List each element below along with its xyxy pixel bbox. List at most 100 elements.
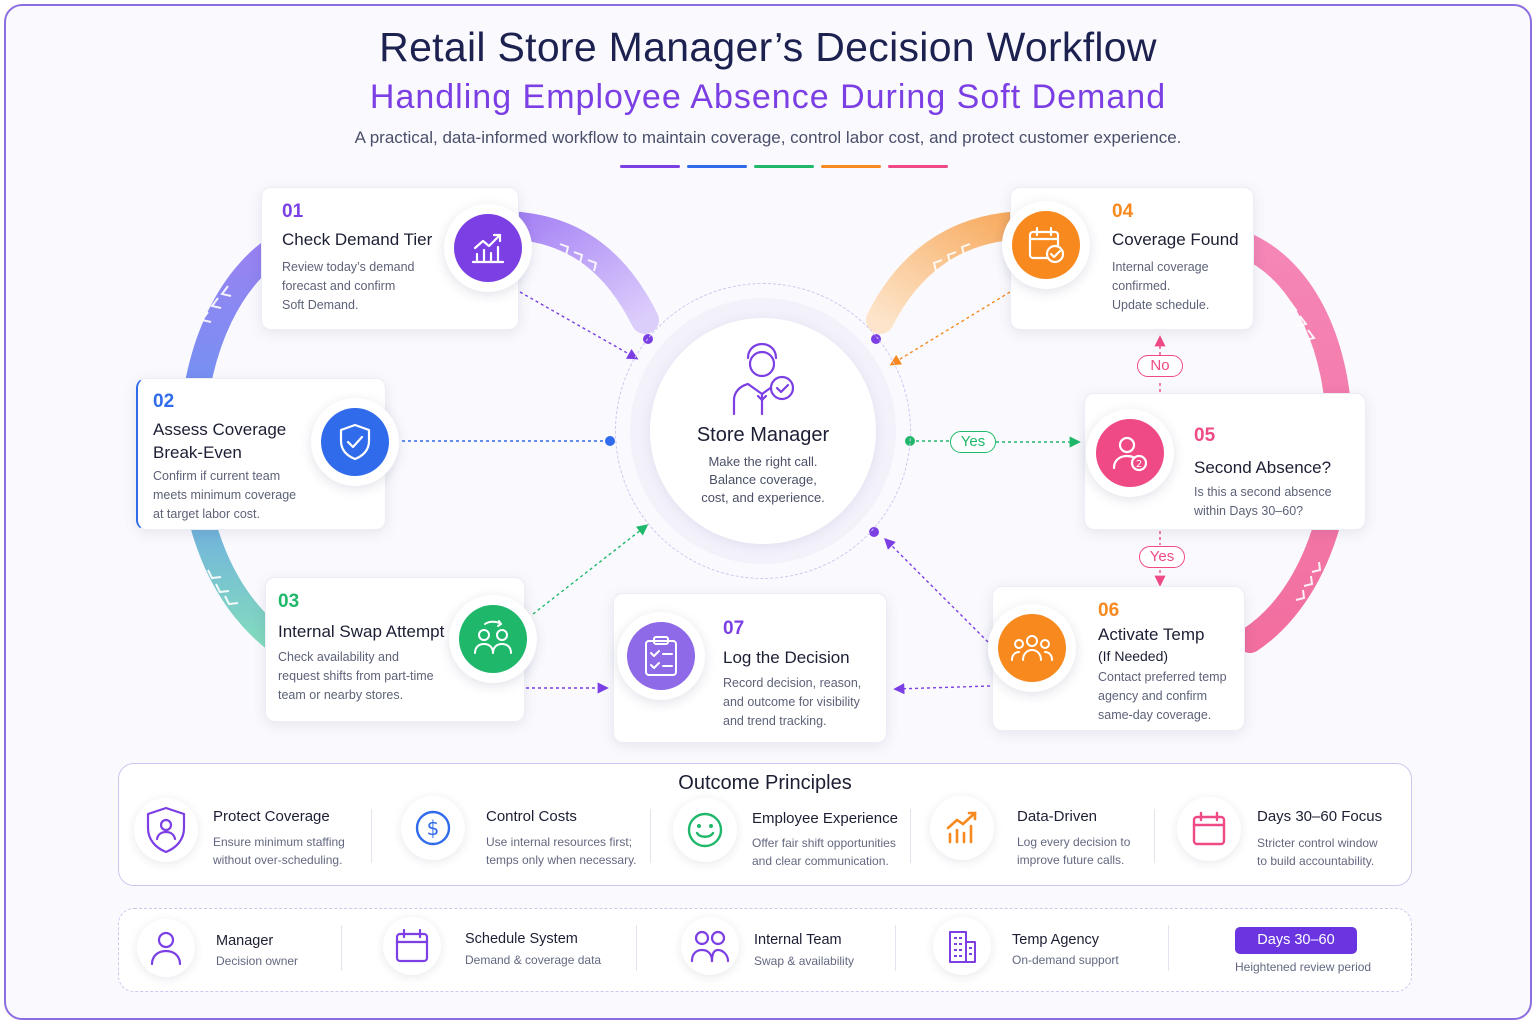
outcome-item-icon-ring: $ [401,796,465,860]
accent-bar-purple [620,165,680,168]
step-05-icon-ring: 2 [1086,409,1174,497]
legend-item-desc: Decision owner [216,954,299,968]
center-description: Make the right call. Balance coverage, c… [701,454,825,505]
outcome-item-icon-ring [930,796,994,860]
no-decision-label: No [1137,355,1183,377]
divider [895,925,896,971]
accent-bar-orange [821,165,881,168]
step-title: Activate Temp (If Needed) [1098,625,1205,664]
calendar-icon [395,928,429,963]
svg-text:2: 2 [1136,459,1142,470]
legend-icon-ring [383,917,441,975]
outcome-item-icon-ring [134,798,198,862]
step-number: 01 [282,201,304,222]
step-title: Log the Decision [723,648,850,667]
shield-check-icon [339,423,371,461]
divider [341,925,342,971]
legend-icon-ring [681,917,739,975]
page-tagline: A practical, data-informed workflow to m… [354,128,1182,147]
calendar-icon [1192,811,1226,846]
days-30-60-badge: Days 30–60 [1235,927,1357,954]
building-icon [949,931,976,963]
legend-item-desc: On-demand support [1012,953,1119,967]
center-outer-ring [615,283,911,579]
step-07-icon-ring [617,612,705,700]
shield-user-icon [146,806,186,854]
step-description: Record decision, reason,and outcome for … [723,676,862,728]
legend-item-title: Schedule System [465,931,578,947]
manager-check-icon [732,342,795,416]
step-title: Coverage Found [1112,230,1239,249]
divider [650,809,651,863]
divider [910,809,911,863]
legend-item-desc: Demand & coverage data [465,953,602,967]
step-title: Internal Swap Attempt [278,622,445,641]
legend-icon-ring [933,917,991,975]
person-icon [150,931,182,966]
badge-description: Heightened review period [1235,960,1372,974]
outcome-item-title: Employee Experience [752,810,898,827]
step-number: 06 [1098,600,1120,621]
bar-chart-icon [946,811,977,844]
center-title: Store Manager [696,424,830,446]
page-title: Retail Store Manager’s Decision Workflow [379,24,1157,70]
step-number: 05 [1194,425,1216,446]
outcome-item-title: Data-Driven [1017,808,1098,825]
legend-item-desc: Swap & availability [754,954,855,968]
store-manager-node [650,318,876,544]
step-number: 03 [278,591,300,612]
page-subtitle: Handling Employee Absence During Soft De… [369,78,1167,116]
outcome-item-desc: Use internal resources first;temps only … [486,835,637,867]
people-swap-icon [474,620,512,654]
outcome-item-icon-ring [1177,797,1241,861]
clipboard-check-icon [645,636,677,676]
step-02-icon-ring [311,398,399,486]
group-icon [1011,635,1053,661]
step-title: Second Absence? [1194,458,1332,477]
divider [371,809,372,863]
step-06-card[interactable]: 06 Activate Temp (If Needed) Contact pre… [992,586,1245,731]
step-04-icon-ring [1002,201,1090,289]
step-number: 02 [153,391,175,412]
outcome-item-title: Protect Coverage [213,808,330,825]
chart-growth-icon [471,233,505,264]
team-icon [690,930,730,963]
accent-bar-blue [687,165,747,168]
legend-item-title: Internal Team [754,932,842,948]
outcome-item-title: Control Costs [486,808,577,825]
step-06-icon-ring [988,604,1076,692]
calendar-check-icon [1028,226,1065,264]
user-badge-icon: 2 [1112,436,1148,472]
accent-bar-green [754,165,814,168]
step-number: 07 [723,618,745,639]
divider [1154,809,1155,863]
legend-panel [118,908,1412,992]
dollar-icon: $ [415,810,451,846]
legend-item-title: Manager [216,933,274,949]
step-title: Check Demand Tier [282,230,433,249]
divider [1168,925,1169,971]
step-number: 04 [1112,201,1134,222]
legend-item-title: Temp Agency [1012,932,1100,948]
divider [636,925,637,971]
step-03-icon-ring [449,595,537,683]
svg-text:$: $ [427,816,440,840]
legend-icon-ring [137,919,195,977]
outcome-title: Outcome Principles [678,772,852,794]
smile-icon [687,812,723,848]
accent-bar-pink [888,165,948,168]
outcome-item-title: Days 30–60 Focus [1257,808,1383,825]
step-01-icon-ring [444,204,532,292]
outcome-item-icon-ring [673,798,737,862]
